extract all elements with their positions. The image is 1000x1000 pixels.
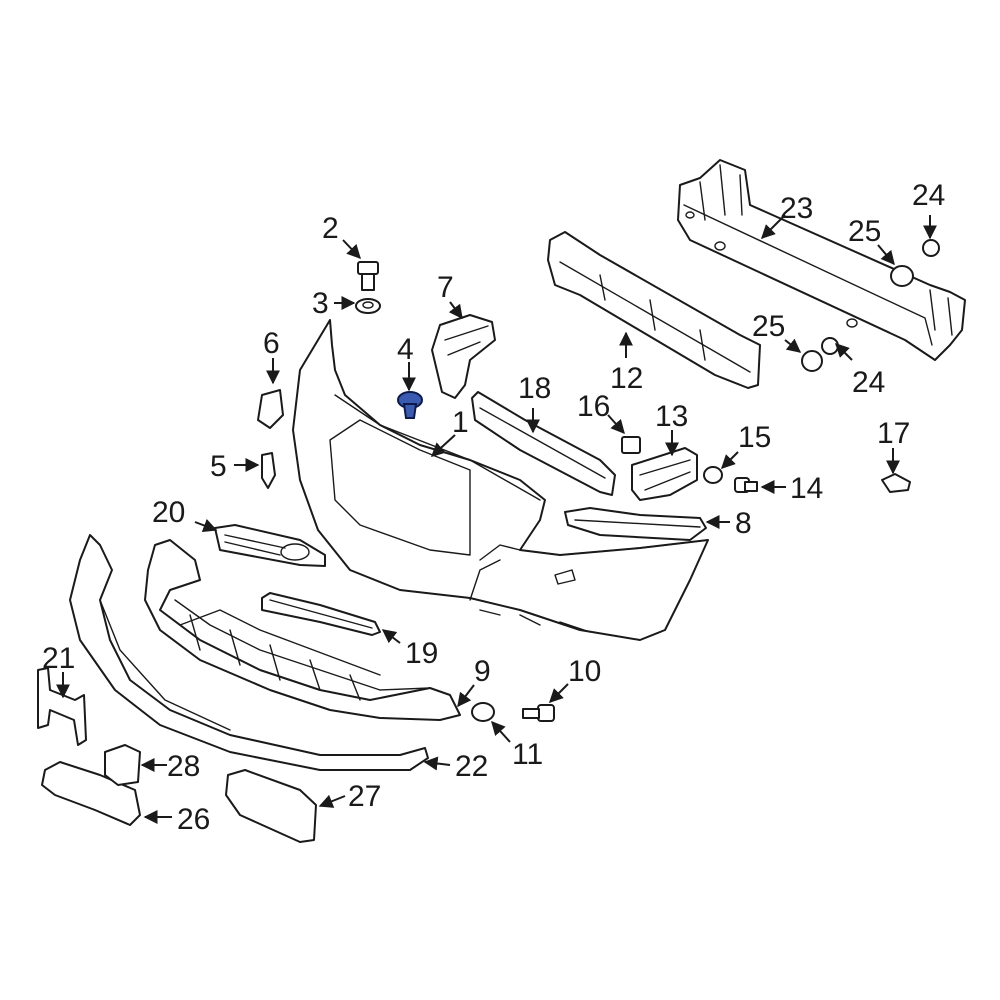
part-21-bracket <box>37 667 87 746</box>
callout-11: 11 <box>512 738 543 771</box>
callout-5: 5 <box>210 450 227 483</box>
part-18-grille-bar <box>471 391 616 496</box>
callout-4: 4 <box>397 333 414 366</box>
part-9-lower-grille-panel <box>144 539 461 721</box>
callout-12: 12 <box>610 362 643 395</box>
part-2-bolt <box>357 261 379 291</box>
callout-22: 22 <box>455 750 488 783</box>
callout-28: 28 <box>167 750 200 783</box>
part-26-tow-hook-cover <box>41 761 141 826</box>
callout-7: 7 <box>437 271 454 304</box>
part-22-lower-spoiler <box>69 534 429 771</box>
callout-2: 2 <box>322 212 339 245</box>
part-15-washer <box>703 466 723 484</box>
part-24-nut-upper <box>922 239 940 257</box>
part-8-trim-strip <box>564 507 707 541</box>
part-3-washer <box>355 298 381 314</box>
callout-24-upper: 24 <box>912 179 945 212</box>
callout-25-lower: 25 <box>752 310 785 343</box>
part-13-bracket <box>631 447 698 501</box>
callout-25-upper: 25 <box>848 215 881 248</box>
callout-8: 8 <box>735 507 752 540</box>
callout-14: 14 <box>790 472 823 505</box>
part-6-cover <box>257 389 284 429</box>
callout-27: 27 <box>348 780 381 813</box>
part-16-clip <box>621 436 641 454</box>
part-1-bumper-cover <box>292 319 709 641</box>
part-10-bolt <box>522 704 555 722</box>
part-24-nut-lower <box>821 337 839 355</box>
callout-17: 17 <box>877 417 910 450</box>
part-25-grommet-upper <box>890 265 914 287</box>
part-17-nut <box>881 473 911 493</box>
part-25-grommet-lower <box>801 350 823 372</box>
callout-1: 1 <box>452 406 469 439</box>
callout-20: 20 <box>152 496 185 529</box>
callout-26: 26 <box>177 803 210 836</box>
callout-labels: 1 2 3 4 5 6 7 8 9 10 11 12 13 14 15 16 1… <box>42 179 945 836</box>
part-27-trim-panel <box>225 769 317 843</box>
callout-19: 19 <box>405 637 438 670</box>
callout-13: 13 <box>655 400 688 433</box>
part-14-bolt <box>734 477 758 493</box>
callout-18: 18 <box>518 372 551 405</box>
callout-21: 21 <box>42 642 75 675</box>
part-7-bracket <box>431 314 496 399</box>
callout-10: 10 <box>568 655 601 688</box>
part-11-washer <box>471 702 495 722</box>
part-20-fog-grille <box>214 524 326 567</box>
callout-15: 15 <box>738 421 771 454</box>
callout-3: 3 <box>312 287 329 320</box>
leader-lines <box>56 214 937 824</box>
part-19-grille-insert <box>261 592 381 636</box>
callout-9: 9 <box>474 655 491 688</box>
callout-6: 6 <box>263 327 280 360</box>
part-23-reinforcement-beam <box>677 159 966 361</box>
callout-23: 23 <box>780 192 813 225</box>
callout-24-lower: 24 <box>852 366 885 399</box>
part-5-bracket <box>261 452 276 489</box>
part-4-clip-highlighted <box>397 391 423 419</box>
part-12-energy-absorber <box>547 231 761 389</box>
part-28-bracket <box>104 744 141 786</box>
callout-16: 16 <box>577 390 610 423</box>
